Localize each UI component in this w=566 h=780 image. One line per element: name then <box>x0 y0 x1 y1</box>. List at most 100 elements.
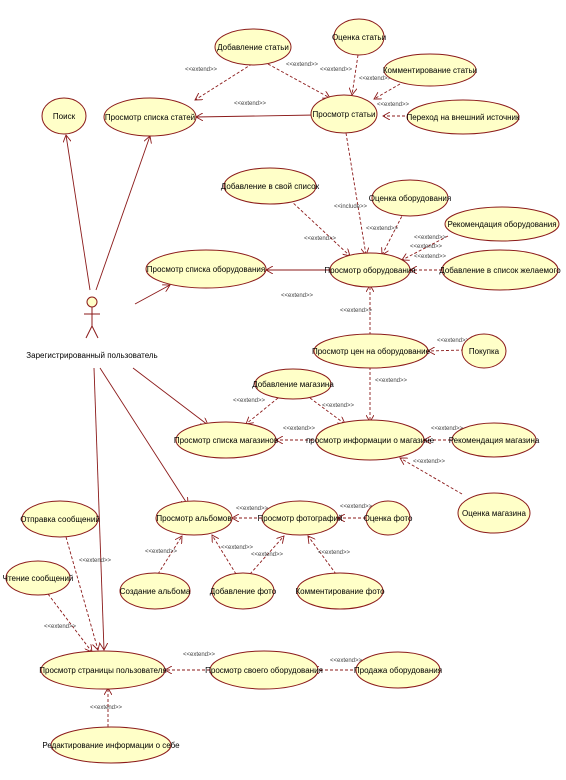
uc-sell-equipment[interactable]: Продажа оборудования <box>354 651 442 689</box>
stereo-22: <<extend>> <box>340 504 373 510</box>
svg-text:Рекомендация магазина: Рекомендация магазина <box>449 436 540 445</box>
ext-send-messages <box>65 536 98 650</box>
actor-head-icon <box>86 296 98 308</box>
svg-text:Покупка: Покупка <box>469 347 500 356</box>
uc-send-messages[interactable]: Отправка сообщений <box>20 500 100 538</box>
stereo-7: <<extend>> <box>304 236 337 242</box>
stereo-20: <<extend>> <box>413 459 446 465</box>
ext-add-photo-2 <box>249 536 284 575</box>
uc-view-own-equipment[interactable]: Просмотр своего оборудования <box>205 650 323 690</box>
stereo-27: <<extend>> <box>79 558 112 564</box>
uc-add-to-own-list[interactable]: Добавление в свой список <box>221 167 320 205</box>
stereo-2: <<extend>> <box>286 62 319 68</box>
svg-text:Комментирование статьи: Комментирование статьи <box>383 66 477 75</box>
stereo-3: <<extend>> <box>320 67 353 73</box>
uc-rate-photo[interactable]: Оценка фото <box>364 500 413 536</box>
assoc-shop-list <box>132 367 208 425</box>
stereo-5: <<extend>> <box>234 101 267 107</box>
uc-recommend-shop[interactable]: Рекомендация магазина <box>449 422 540 458</box>
svg-text:Переход на внешний источник: Переход на внешний источник <box>406 113 520 122</box>
actor-label: Зарегистрированный пользователь <box>26 351 157 360</box>
ext-comment-article <box>374 83 401 99</box>
stereo-8: <<extend>> <box>366 226 399 232</box>
svg-text:просмотр информации о магазине: просмотр информации о магазине <box>306 436 435 445</box>
uc-add-article[interactable]: Добавление статьи <box>214 28 292 66</box>
uc-search[interactable]: Поиск <box>41 97 87 135</box>
uc-view-photos[interactable]: Просмотр фотографий <box>258 500 343 536</box>
ext-add-shop-2 <box>309 397 345 424</box>
ext-add-own-list <box>289 199 350 256</box>
svg-text:Рекомендация оборудования: Рекомендация оборудования <box>447 220 556 229</box>
stereo-31: <<extend>> <box>90 705 123 711</box>
stereo-21: <<extend>> <box>236 506 269 512</box>
uc-rate-article[interactable]: Оценка статьи <box>332 18 386 56</box>
uc-view-equipment-list[interactable]: Просмотр списка оборудования <box>145 249 267 289</box>
stereo-29: <<extend>> <box>183 652 216 658</box>
svg-text:Отправка сообщений: Отправка сообщений <box>20 515 100 524</box>
uc-view-shop-info[interactable]: просмотр информации о магазине <box>306 419 435 461</box>
uc-add-to-wishlist[interactable]: Добавление в список желаемого <box>439 249 561 291</box>
uc-view-albums[interactable]: Просмотр альбомов <box>155 500 233 536</box>
svg-text:Просмотр своего оборудования: Просмотр своего оборудования <box>205 666 323 675</box>
uc-edit-profile[interactable]: Редактирование информации о себе <box>42 726 180 764</box>
svg-text:Просмотр страницы пользователя: Просмотр страницы пользователя <box>39 666 166 675</box>
inc-view-equipment <box>345 132 366 255</box>
stereo-6: <<extend>> <box>377 102 410 108</box>
stereo-10: <<extend>> <box>410 244 443 250</box>
uc-view-shop-list[interactable]: Просмотр списка магазинов <box>174 421 278 459</box>
uc-rate-equipment[interactable]: Оценка оборудования <box>369 179 451 217</box>
assoc-user-page <box>93 367 104 650</box>
uc-comment-photo[interactable]: Комментирование фото <box>295 572 385 610</box>
ext-rate-equipment <box>382 211 405 255</box>
uc-read-messages[interactable]: Чтение сообщений <box>3 560 74 596</box>
uc-view-article[interactable]: Просмотр статьи <box>310 94 378 134</box>
stereo-16: <<extend>> <box>233 398 266 404</box>
uc-add-shop[interactable]: Добавление магазина <box>252 368 334 400</box>
stereotype-labels: <<extend>> <<extend>> <<extend>> <<exten… <box>44 62 470 711</box>
stereo-15: <<extend>> <box>375 378 408 384</box>
svg-text:Просмотр списка магазинов: Просмотр списка магазинов <box>174 436 278 445</box>
uc-create-album[interactable]: Создание альбома <box>119 572 191 610</box>
stereo-include: <<include>> <box>334 204 368 210</box>
uc-view-prices[interactable]: Просмотр цен на оборудование <box>312 333 431 369</box>
uc-purchase[interactable]: Покупка <box>461 333 507 369</box>
stereo-24: <<extend>> <box>221 545 254 551</box>
uc-view-equipment[interactable]: Просмотр оборудования <box>324 252 416 288</box>
ext-recommend-equipment <box>402 235 449 260</box>
assoc-search <box>66 135 91 291</box>
uc-rate-shop[interactable]: Оценка магазина <box>457 492 531 534</box>
svg-text:Просмотр списка оборудования: Просмотр списка оборудования <box>147 265 265 274</box>
stereo-25: <<extend>> <box>251 552 284 558</box>
extend-relations <box>47 54 465 727</box>
svg-text:Просмотр альбомов: Просмотр альбомов <box>156 514 231 523</box>
svg-text:Чтение сообщений: Чтение сообщений <box>3 574 74 583</box>
svg-text:Комментирование фото: Комментирование фото <box>295 587 385 596</box>
actor-body-icon <box>84 307 100 339</box>
uc-recommend-equipment[interactable]: Рекомендация оборудования <box>444 206 560 242</box>
uc-add-photo[interactable]: Добавление фото <box>210 572 277 610</box>
svg-text:Добавление магазина: Добавление магазина <box>252 380 334 389</box>
ext-read-messages <box>47 593 92 652</box>
assoc-equipment-list <box>134 285 170 305</box>
svg-text:Добавление в свой список: Добавление в свой список <box>221 182 320 191</box>
stereo-9: <<extend>> <box>414 235 447 241</box>
ext-add-photo <box>212 535 237 575</box>
use-cases: Добавление статьи Оценка статьи Комменти… <box>3 18 561 764</box>
uc-view-article-list[interactable]: Просмотр списка статей <box>103 97 197 137</box>
assoc-article-list <box>95 136 150 291</box>
ext-create-album <box>157 536 182 575</box>
svg-text:Просмотр оборудования: Просмотр оборудования <box>324 266 415 275</box>
associations <box>66 115 332 650</box>
assoc-albums <box>99 367 188 505</box>
stereo-13: <<extend>> <box>340 308 373 314</box>
stereo-1: <<extend>> <box>185 67 218 73</box>
stereo-28: <<extend>> <box>44 624 77 630</box>
uc-external-source[interactable]: Переход на внешний источник <box>406 99 520 135</box>
actor-registered-user[interactable] <box>84 296 100 339</box>
ext-rate-shop <box>400 458 463 495</box>
uc-comment-article[interactable]: Комментирование статьи <box>383 53 477 87</box>
svg-text:Просмотр списка статей: Просмотр списка статей <box>105 113 195 122</box>
uc-view-user-page[interactable]: Просмотр страницы пользователя <box>39 650 167 690</box>
ext-rate-article <box>352 54 359 95</box>
